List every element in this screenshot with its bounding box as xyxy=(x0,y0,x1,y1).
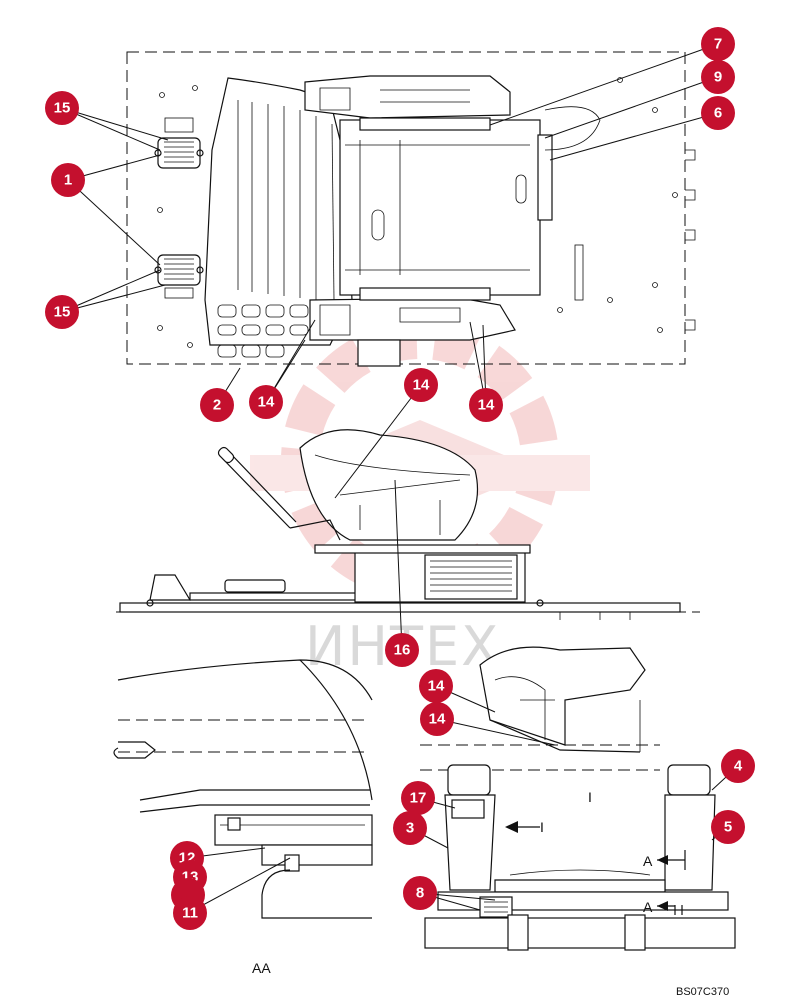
callout-6: 6 xyxy=(701,96,735,130)
callout-11: 11 xyxy=(173,896,207,930)
svg-text:16: 16 xyxy=(394,642,411,659)
arrow-i-label: I xyxy=(540,819,544,835)
marker-a-upper: A xyxy=(643,853,653,869)
svg-text:14: 14 xyxy=(478,397,495,414)
callout-17: 17 xyxy=(401,781,435,815)
detail-view-i xyxy=(420,646,660,771)
view-i-label: I xyxy=(588,789,592,805)
callout-14-left: 14 xyxy=(249,385,283,419)
callout-1: 1 xyxy=(51,163,85,197)
svg-text:4: 4 xyxy=(734,758,743,775)
drawing-code: BS07C370 xyxy=(676,986,729,998)
svg-text:14: 14 xyxy=(428,678,445,695)
callout-15-bottom: 15 xyxy=(45,295,79,329)
callout-7: 7 xyxy=(701,27,735,61)
callout-3: 3 xyxy=(393,811,427,845)
callout-14-detail-top: 14 xyxy=(419,669,453,703)
callout-14-detail-bottom: 14 xyxy=(420,702,454,736)
svg-text:2: 2 xyxy=(213,397,221,414)
speaker-bottom-icon xyxy=(154,254,204,299)
callout-15-top: 15 xyxy=(45,91,79,125)
callout-5: 5 xyxy=(711,810,745,844)
callout-9: 9 xyxy=(701,60,735,94)
section-aa-label: AA xyxy=(252,960,271,976)
svg-text:15: 15 xyxy=(54,100,71,117)
callout-14-right: 14 xyxy=(469,388,503,422)
callout-2: 2 xyxy=(200,388,234,422)
svg-text:17: 17 xyxy=(410,790,427,807)
svg-text:5: 5 xyxy=(724,819,732,836)
speaker-top-icon xyxy=(154,117,204,169)
marker-a-lower: A xyxy=(643,899,653,915)
callout-8: 8 xyxy=(403,876,437,910)
svg-text:11: 11 xyxy=(182,905,198,922)
callout-14-side: 14 xyxy=(404,368,438,402)
svg-text:6: 6 xyxy=(714,105,722,122)
svg-text:1: 1 xyxy=(64,172,72,189)
svg-text:15: 15 xyxy=(54,304,71,321)
svg-text:7: 7 xyxy=(714,36,722,53)
svg-text:3: 3 xyxy=(406,820,414,837)
front-view xyxy=(424,764,736,951)
callout-4: 4 xyxy=(721,749,755,783)
svg-text:14: 14 xyxy=(258,394,275,411)
svg-text:8: 8 xyxy=(416,885,424,902)
top-plan-view xyxy=(126,51,696,367)
section-aa-view xyxy=(113,659,373,919)
svg-text:9: 9 xyxy=(714,69,722,86)
side-elevation-view xyxy=(116,429,700,620)
svg-text:14: 14 xyxy=(429,711,446,728)
svg-text:14: 14 xyxy=(413,377,430,394)
callout-16: 16 xyxy=(385,633,419,667)
